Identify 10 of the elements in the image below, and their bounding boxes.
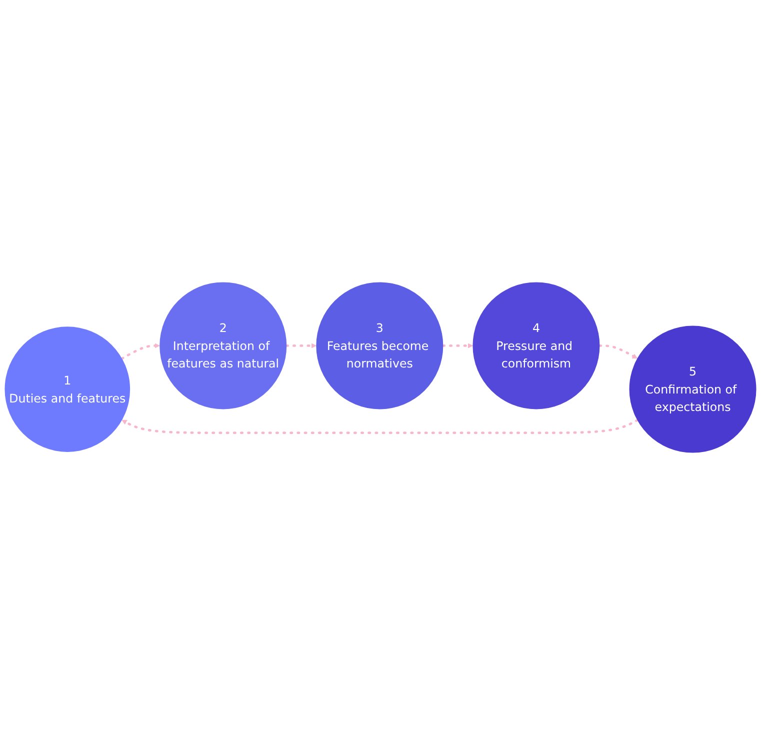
arrow <box>285 343 316 348</box>
node-circle: 4 Pressure and conformism <box>472 282 600 410</box>
arrow <box>598 344 638 359</box>
node-circle: 5 Confirmation of expectations <box>629 326 756 453</box>
node-circle: 1 Duties and features <box>4 326 130 452</box>
node-circle: 3 Features become normatives <box>316 282 444 410</box>
arrow <box>442 343 473 348</box>
node-circle: 2 Interpretation of features as natural <box>160 282 287 410</box>
arrow <box>122 418 638 434</box>
arrow <box>120 343 160 360</box>
